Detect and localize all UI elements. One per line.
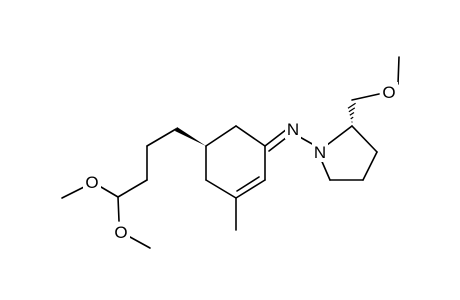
bond-c1-n-imine xyxy=(264,128,288,147)
bond-c2p-c3p xyxy=(351,125,378,153)
bond-c6-c1 xyxy=(235,125,266,147)
methoxymethyl-group xyxy=(347,56,400,123)
bond-c2-c3-double xyxy=(236,176,260,192)
bond-chain-1 xyxy=(146,128,177,147)
dimethoxybutyl-chain xyxy=(61,127,206,249)
bond-acetal-o-lower xyxy=(117,196,120,222)
atom-labels: N N O O O xyxy=(83,82,398,242)
atom-o-acetal-upper: O xyxy=(85,173,98,192)
bond-o-ch3 xyxy=(397,56,400,85)
bond-c2-c3 xyxy=(235,179,266,199)
atom-o-methoxymethyl: O xyxy=(382,83,395,102)
cyclohexene-ring xyxy=(205,125,266,231)
pyrrolidine-ring xyxy=(319,125,378,181)
atom-n-ring: N xyxy=(314,143,326,162)
bond-c5-c6 xyxy=(205,125,237,147)
hashed-stereo-bond xyxy=(347,102,356,123)
bond-c3p-c4p xyxy=(362,151,378,181)
bond-c3-c4 xyxy=(205,179,237,199)
wedge-stereo-bond xyxy=(175,127,206,146)
bond-chain-3 xyxy=(117,179,148,198)
bond-ch2-o xyxy=(351,93,380,101)
bond-lower-methyl xyxy=(129,236,151,249)
atom-o-acetal-lower: O xyxy=(114,223,127,242)
atom-n-imine: N xyxy=(287,120,299,139)
bond-acetal-o-upper xyxy=(100,186,119,198)
bond-n-c2p xyxy=(326,125,353,146)
bond-upper-methyl xyxy=(61,186,85,199)
